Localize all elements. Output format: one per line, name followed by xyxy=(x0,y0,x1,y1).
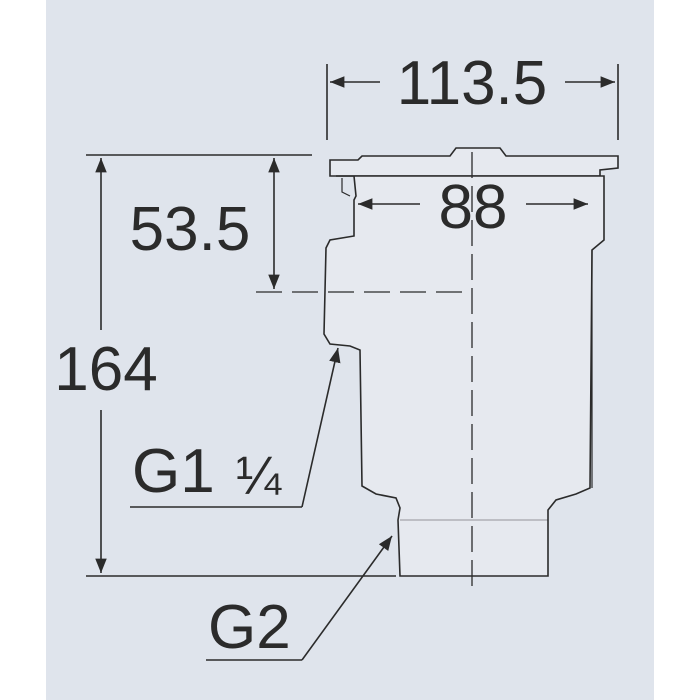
dimension-label-53-5: 53.5 xyxy=(130,195,251,264)
body-detail-lines xyxy=(341,178,593,521)
leader-g2 xyxy=(206,535,393,661)
dimension-label-164: 164 xyxy=(54,335,157,404)
leader-g1-quarter xyxy=(130,347,341,508)
lid-rim xyxy=(329,147,619,177)
dimension-vertical-extension-lines xyxy=(86,154,396,577)
thread-label-fraction: ¼ xyxy=(236,446,282,506)
trap-body-outline xyxy=(323,147,619,577)
dimension-label-113-5: 113.5 xyxy=(397,49,548,118)
thread-label-g1: G1 xyxy=(132,437,215,506)
thread-label-g2: G2 xyxy=(208,593,291,662)
dimension-label-88: 88 xyxy=(439,173,508,242)
main-body xyxy=(323,175,605,577)
dimension-113-5 xyxy=(326,64,619,140)
